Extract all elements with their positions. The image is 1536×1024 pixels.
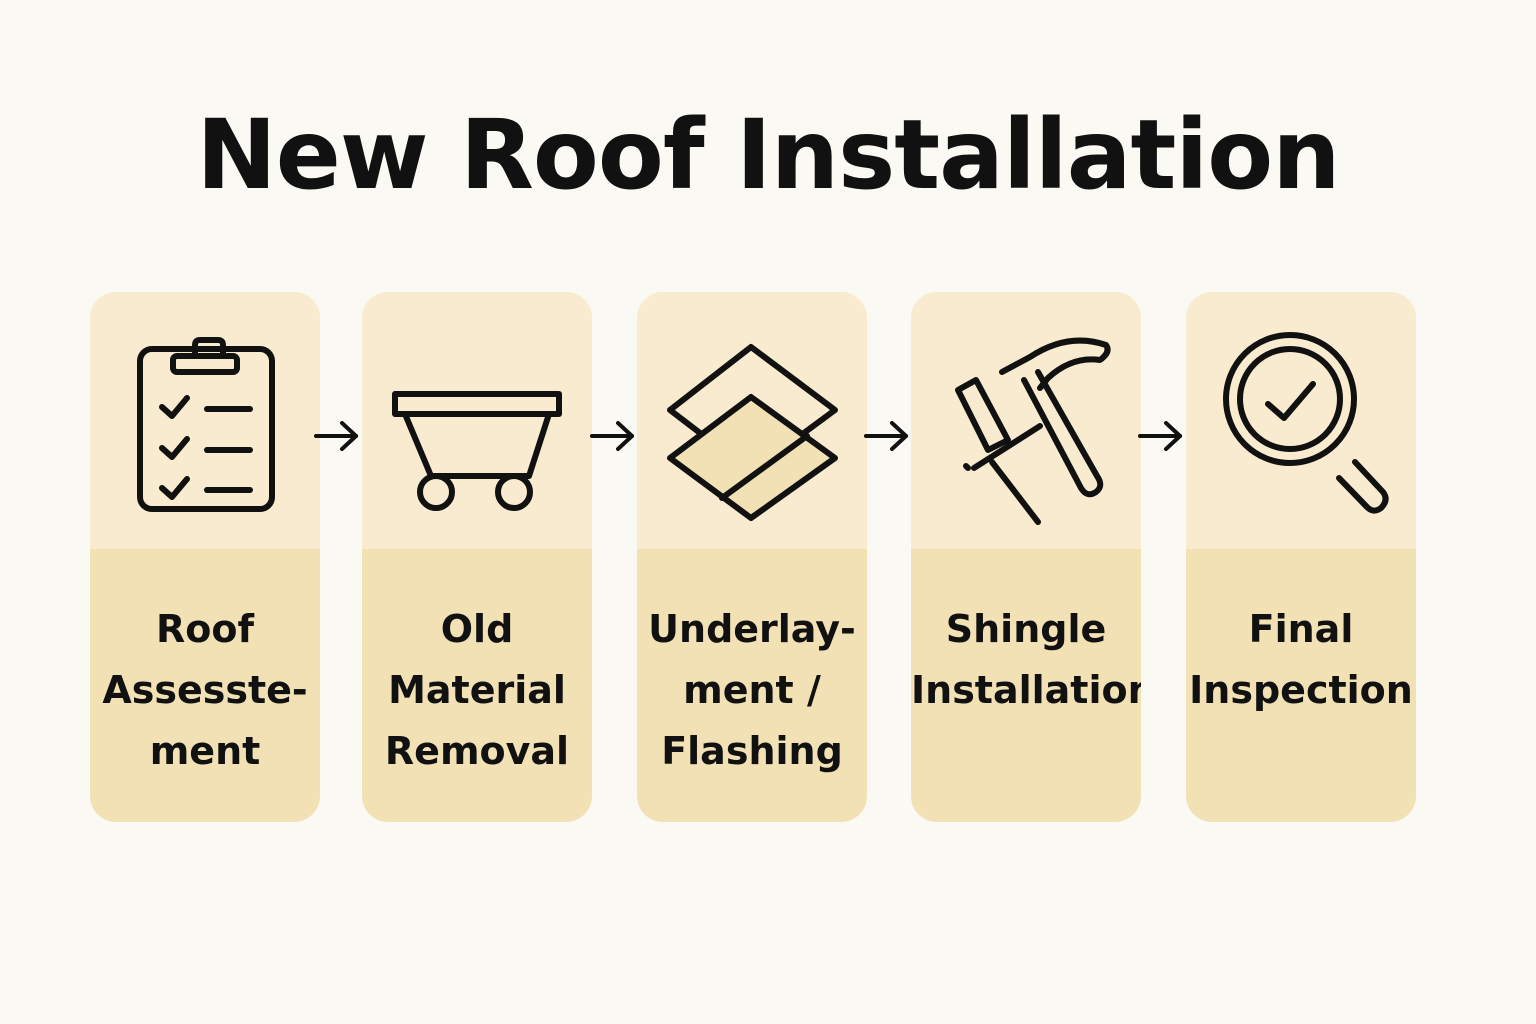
layers-icon <box>662 312 842 532</box>
step-card-underlayment-flashing: Underlay- ment / Flashing <box>637 292 867 822</box>
step-label: Old Material Removal <box>384 607 570 773</box>
step-label: Roof Assesste- ment <box>102 607 308 773</box>
arrow-right-icon <box>588 418 638 454</box>
step-card-old-material-removal: Old Material Removal <box>362 292 592 822</box>
arrow-right-icon <box>862 418 912 454</box>
dumpster-cart-icon <box>387 312 567 532</box>
step-card-shingle-installation: Shingle Installation <box>911 292 1141 822</box>
clipboard-checklist-icon <box>115 312 295 532</box>
card-icon-panel <box>90 292 320 549</box>
card-icon-panel <box>911 292 1141 549</box>
arrow-right-icon <box>1136 418 1186 454</box>
magnifier-check-icon <box>1211 312 1391 532</box>
arrow-right-icon <box>312 418 362 454</box>
step-card-roof-assessment: Roof Assesste- ment <box>90 292 320 822</box>
diagram-title: New Roof Installation <box>196 99 1340 211</box>
card-icon-panel <box>1186 292 1416 549</box>
card-icon-panel <box>362 292 592 549</box>
card-icon-panel <box>637 292 867 549</box>
step-label: Underlay- ment / Flashing <box>648 607 856 773</box>
step-card-final-inspection: Final Inspection <box>1186 292 1416 822</box>
step-label: Final Inspection <box>1189 607 1413 712</box>
step-label: Shingle Installation <box>911 607 1141 712</box>
hammer-nail-icon <box>936 312 1116 532</box>
